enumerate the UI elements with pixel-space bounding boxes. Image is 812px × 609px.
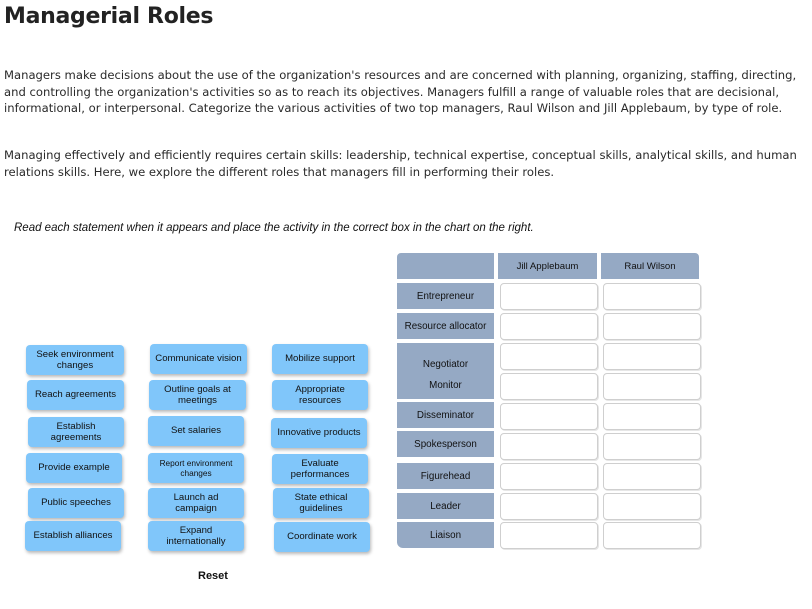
reset-button[interactable]: Reset xyxy=(198,570,228,582)
drop-cell-resource-allocator-raul[interactable] xyxy=(603,313,701,340)
role-label-negotiator: Negotiator xyxy=(397,343,494,375)
drop-cell-leader-raul[interactable] xyxy=(603,493,701,520)
activity-tile[interactable]: Innovative products xyxy=(271,418,367,448)
drop-cell-liaison-raul[interactable] xyxy=(603,522,701,549)
page-title: Managerial Roles xyxy=(4,4,214,29)
drop-cell-monitor-raul[interactable] xyxy=(603,373,701,400)
drop-cell-entrepreneur-jill[interactable] xyxy=(500,283,598,310)
role-label-figurehead: Figurehead xyxy=(397,463,494,489)
activity-tile[interactable]: Seek environment changes xyxy=(26,345,124,375)
drop-cell-leader-jill[interactable] xyxy=(500,493,598,520)
activity-tile[interactable]: Expand internationally xyxy=(148,521,244,551)
drop-cell-disseminator-jill[interactable] xyxy=(500,403,598,430)
drop-cell-liaison-jill[interactable] xyxy=(500,522,598,549)
activity-tile[interactable]: Appropriate resources xyxy=(272,380,368,410)
drop-cell-figurehead-raul[interactable] xyxy=(603,463,701,490)
activity-tile[interactable]: Mobilize support xyxy=(272,344,368,374)
chart-header-corner xyxy=(397,253,494,279)
drop-cell-disseminator-raul[interactable] xyxy=(603,403,701,430)
activity-tile[interactable]: Communicate vision xyxy=(150,344,247,374)
intro-paragraph: Managers make decisions about the use of… xyxy=(4,68,797,115)
drop-cell-negotiator-jill[interactable] xyxy=(500,343,598,370)
instruction-text: Read each statement when it appears and … xyxy=(14,222,534,234)
role-label-entrepreneur: Entrepreneur xyxy=(397,283,494,309)
activity-tile[interactable]: Outline goals at meetings xyxy=(149,380,246,410)
column-header-raul-wilson: Raul Wilson xyxy=(601,253,699,279)
column-header-jill-applebaum: Jill Applebaum xyxy=(498,253,597,279)
drop-cell-resource-allocator-jill[interactable] xyxy=(500,313,598,340)
drop-cell-negotiator-raul[interactable] xyxy=(603,343,701,370)
role-label-resource-allocator: Resource allocator xyxy=(397,313,494,339)
activity-tile[interactable]: Set salaries xyxy=(148,416,244,446)
activity-tile[interactable]: Provide example xyxy=(26,453,122,483)
activity-tile[interactable]: Public speeches xyxy=(28,488,124,518)
drop-cell-figurehead-jill[interactable] xyxy=(500,463,598,490)
activity-tile[interactable]: Report environment changes xyxy=(148,453,244,483)
role-label-disseminator: Disseminator xyxy=(397,402,494,428)
role-label-liaison: Liaison xyxy=(397,522,494,548)
activity-tile[interactable]: Launch ad campaign xyxy=(148,488,244,518)
activity-tile[interactable]: Establish alliances xyxy=(25,521,121,551)
activity-tile[interactable]: Coordinate work xyxy=(274,522,370,552)
skills-paragraph: Managing effectively and efficiently req… xyxy=(4,148,797,179)
role-label-leader: Leader xyxy=(397,493,494,519)
drop-cell-spokesperson-jill[interactable] xyxy=(500,433,598,460)
drop-cell-spokesperson-raul[interactable] xyxy=(603,433,701,460)
activity-tile[interactable]: Establish agreements xyxy=(28,417,124,447)
activity-tile[interactable]: Evaluate performances xyxy=(272,454,368,484)
drop-cell-entrepreneur-raul[interactable] xyxy=(603,283,701,310)
drop-cell-monitor-jill[interactable] xyxy=(500,373,598,400)
role-label-monitor: Monitor xyxy=(397,373,494,399)
role-label-spokesperson: Spokesperson xyxy=(397,431,494,457)
activity-tile[interactable]: State ethical guidelines xyxy=(273,488,369,518)
activity-tile[interactable]: Reach agreements xyxy=(27,380,124,410)
